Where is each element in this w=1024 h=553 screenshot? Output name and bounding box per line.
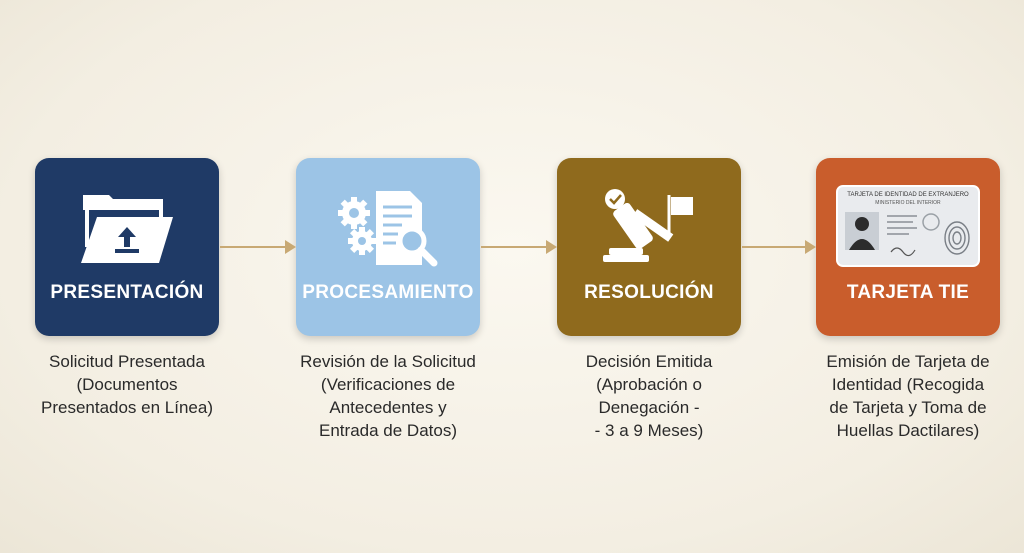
folder-upload-icon: [81, 195, 173, 263]
description-line: Revisión de la Solicitud: [300, 352, 476, 371]
description-line: Decisión Emitida: [585, 352, 713, 371]
description-line: (Aprobación o: [596, 375, 702, 394]
step-title: RESOLUCIÓN: [584, 282, 714, 303]
step-title: PRESENTACIÓN: [50, 282, 204, 303]
step-description-resolucion: Decisión Emitida (Aprobación o Denegació…: [534, 350, 764, 442]
step-procesamiento-box: PROCESAMIENTO: [296, 158, 480, 336]
step-description-presentacion: Solicitud Presentada (Documentos Present…: [12, 350, 242, 419]
step-description-procesamiento: Revisión de la Solicitud (Verificaciones…: [273, 350, 503, 442]
description-line: (Documentos: [76, 375, 178, 394]
description-line: de Tarjeta y Toma de: [829, 398, 987, 417]
description-line: Emisión de Tarjeta de: [826, 352, 990, 371]
step-presentacion-box: PRESENTACIÓN: [35, 158, 219, 336]
description-line: Solicitud Presentada: [49, 352, 205, 371]
step-tarjeta-box: TARJETA DE IDENTIDAD DE EXTRANJERO MINIS…: [816, 158, 1000, 336]
id-card-fingerprint-icon: TARJETA DE IDENTIDAD DE EXTRANJERO MINIS…: [836, 185, 980, 267]
description-line: Antecedentes y: [329, 398, 447, 417]
description-line: Denegación -: [598, 398, 700, 417]
arrow-connector: [742, 240, 816, 254]
card-title-text: TARJETA DE IDENTIDAD DE EXTRANJERO: [847, 192, 969, 198]
arrow-connector: [220, 240, 296, 254]
gavel-check-flag-icon: [603, 189, 693, 262]
description-line: Identidad (Recogida: [831, 375, 985, 394]
description-line: (Verificaciones de: [320, 375, 456, 394]
description-line: - 3 a 9 Meses): [594, 421, 704, 440]
description-line: Presentados en Línea): [40, 398, 213, 417]
step-resolucion-box: RESOLUCIÓN: [557, 158, 741, 336]
description-line: Huellas Dactilares): [836, 421, 980, 440]
description-line: Entrada de Datos): [319, 421, 457, 440]
step-description-tarjeta: Emisión de Tarjeta de Identidad (Recogid…: [793, 350, 1023, 442]
card-subtitle-text: MINISTERIO DEL INTERIOR: [875, 200, 941, 206]
arrow-connector: [481, 240, 557, 254]
step-title: TARJETA TIE: [846, 282, 970, 303]
gears-document-search-icon: [338, 191, 438, 267]
step-title: PROCESAMIENTO: [302, 282, 474, 303]
